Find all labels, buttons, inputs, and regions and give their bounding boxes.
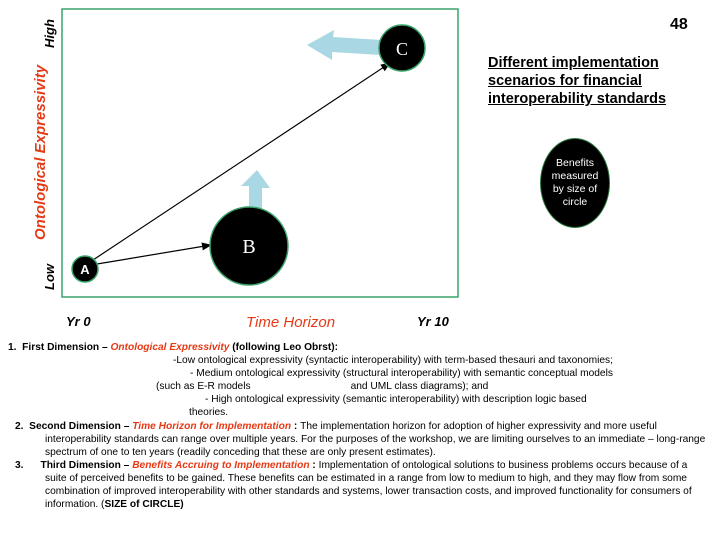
item1-line4: - High ontological expressivity (semanti… (205, 394, 587, 405)
plot-frame (61, 8, 459, 298)
node-c-label: C (396, 39, 408, 59)
side-panel-title: Different implementation scenarios for f… (488, 55, 667, 107)
x-axis-title: Time Horizon (246, 314, 336, 331)
scenario-diagram: A B C (61, 8, 459, 298)
node-a-circle (71, 255, 99, 283)
x-axis-end-label: Yr 10 (417, 314, 449, 329)
node-a-label: A (80, 262, 90, 277)
x-axis-start-label: Yr 0 (66, 314, 91, 329)
dimension-item-2: 2. Second Dimension – Time Horizon for I… (15, 421, 706, 458)
node-c-circle (378, 24, 426, 72)
arrow-b-up (241, 170, 270, 212)
item1-line5: theories. (189, 407, 229, 418)
item1-line2: - Medium ontological expressivity (struc… (190, 368, 613, 379)
slide-number: 48 (670, 16, 688, 33)
node-b-circle (209, 206, 289, 286)
y-axis-high-label: High (42, 19, 57, 48)
y-axis-title: Ontological Expressivity (32, 64, 49, 240)
item1-line1: -Low ontological expressivity (syntactic… (173, 355, 613, 366)
benefits-circle-text: Benefits measured by size of circle (551, 157, 599, 208)
benefits-circle: Benefits measured by size of circle (540, 138, 610, 228)
body-text: 1. First Dimension – Ontological Express… (8, 341, 708, 511)
dimension-item-3: 3. Third Dimension – Benefits Accruing t… (15, 460, 692, 510)
dimension-item-1: 1. First Dimension – Ontological Express… (8, 342, 339, 353)
y-axis-low-label: Low (42, 264, 57, 290)
line-a-to-b (96, 242, 212, 265)
node-b-label: B (242, 236, 255, 258)
line-a-to-c (89, 62, 391, 263)
arrow-c-left (307, 30, 382, 60)
